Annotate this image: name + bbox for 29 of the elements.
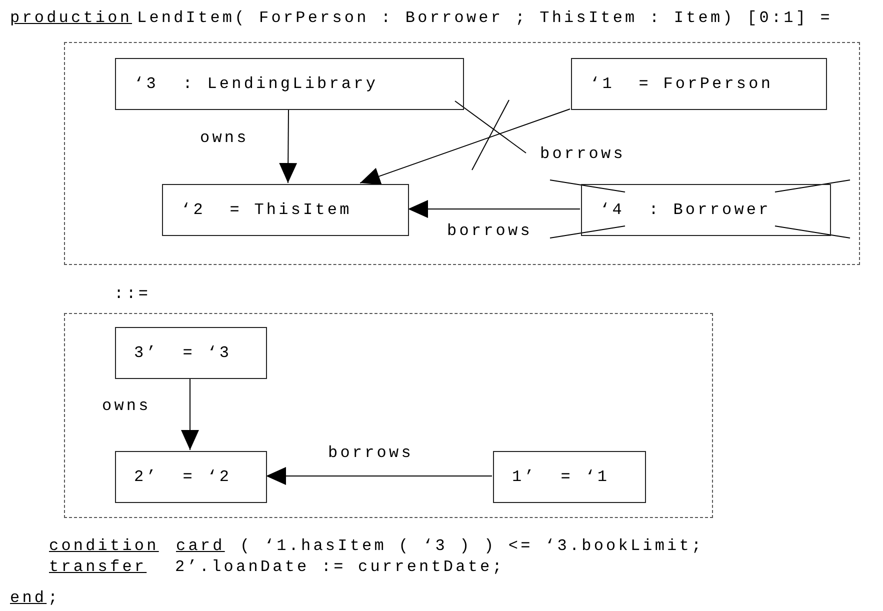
object-box: ‘1 = ForPerson <box>571 58 827 110</box>
edge-label: borrows <box>447 221 532 241</box>
pattern-frame <box>64 42 860 265</box>
edge-label: borrows <box>328 443 414 463</box>
keyword: condition <box>49 536 159 556</box>
arrow <box>279 108 298 184</box>
arrow <box>408 200 580 218</box>
transfer-statement: 2’.loanDate := currentDate; <box>175 557 504 577</box>
keyword: end <box>10 588 47 608</box>
production-signature: LendItem( ForPerson : Borrower ; ThisItem : Item) [0:1] = <box>137 8 832 28</box>
object-box: 3’ = ‘3 <box>115 327 267 379</box>
edge-label: owns <box>200 128 249 148</box>
object-box: 1’ = ‘1 <box>493 451 646 503</box>
edge-label: borrows <box>540 144 626 164</box>
object-box: 2’ = ‘2 <box>115 451 267 503</box>
object-box: ‘2 = ThisItem <box>162 184 409 236</box>
terminator: ; <box>48 588 60 608</box>
arrow <box>266 467 492 485</box>
rewrite-operator: ::= <box>114 284 151 304</box>
keyword: card <box>176 536 225 556</box>
pattern-frame <box>64 313 713 518</box>
arrow <box>181 378 199 450</box>
keyword: production <box>10 8 132 28</box>
arrow <box>360 108 570 185</box>
object-box: ‘3 : LendingLibrary <box>115 58 464 110</box>
edge-label: owns <box>102 396 151 416</box>
keyword: transfer <box>49 557 147 577</box>
object-box: ‘4 : Borrower <box>581 184 831 236</box>
condition-expression: ( ‘1.hasItem ( ‘3 ) ) <= ‘3.bookLimit; <box>240 536 704 556</box>
